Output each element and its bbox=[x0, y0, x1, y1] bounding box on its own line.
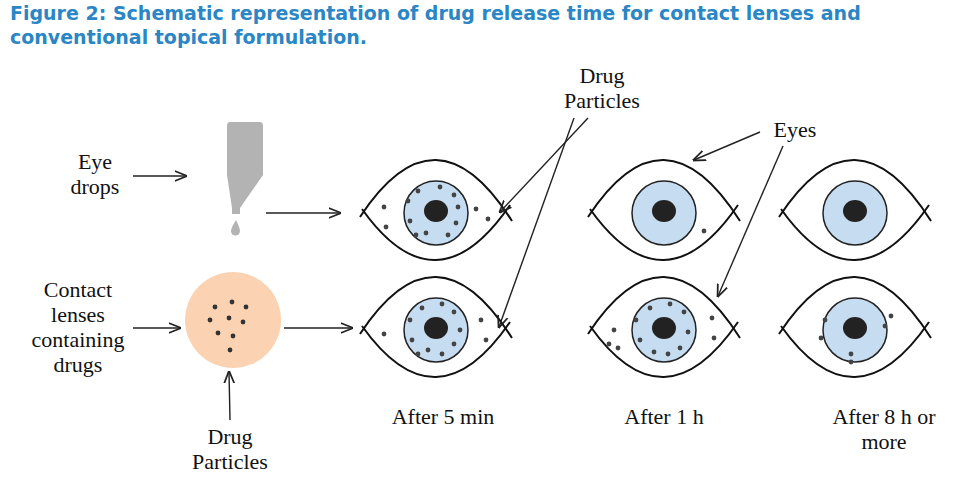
flow-arrow bbox=[266, 212, 340, 213]
flow-arrow bbox=[133, 327, 180, 328]
caption-label: Contact lenses containing drugs bbox=[24, 278, 132, 377]
caption-label: Eye drops bbox=[59, 150, 131, 200]
callout-label: Drug Particles bbox=[554, 64, 650, 114]
flow-arrow bbox=[133, 175, 186, 176]
leader-line bbox=[499, 118, 574, 327]
eye bbox=[779, 160, 931, 260]
leader-line bbox=[694, 132, 760, 160]
leader-line bbox=[500, 118, 588, 212]
eye bbox=[360, 277, 512, 377]
callout-label: Drug Particles bbox=[182, 425, 278, 475]
eye-drop-bottle bbox=[227, 122, 263, 236]
leader-line bbox=[718, 146, 783, 296]
eye bbox=[360, 160, 512, 260]
contact-lens bbox=[185, 272, 281, 368]
time-label: After 8 h or more bbox=[818, 405, 950, 455]
eye bbox=[588, 160, 740, 260]
eye bbox=[779, 277, 931, 377]
eye bbox=[588, 277, 740, 377]
callout-label: Eyes bbox=[760, 118, 830, 143]
time-label: After 5 min bbox=[373, 405, 513, 430]
flow-arrow bbox=[284, 327, 352, 328]
time-label: After 1 h bbox=[604, 405, 724, 430]
leader-line bbox=[229, 372, 230, 420]
figure-title: Figure 2: Schematic representation of dr… bbox=[10, 2, 950, 50]
